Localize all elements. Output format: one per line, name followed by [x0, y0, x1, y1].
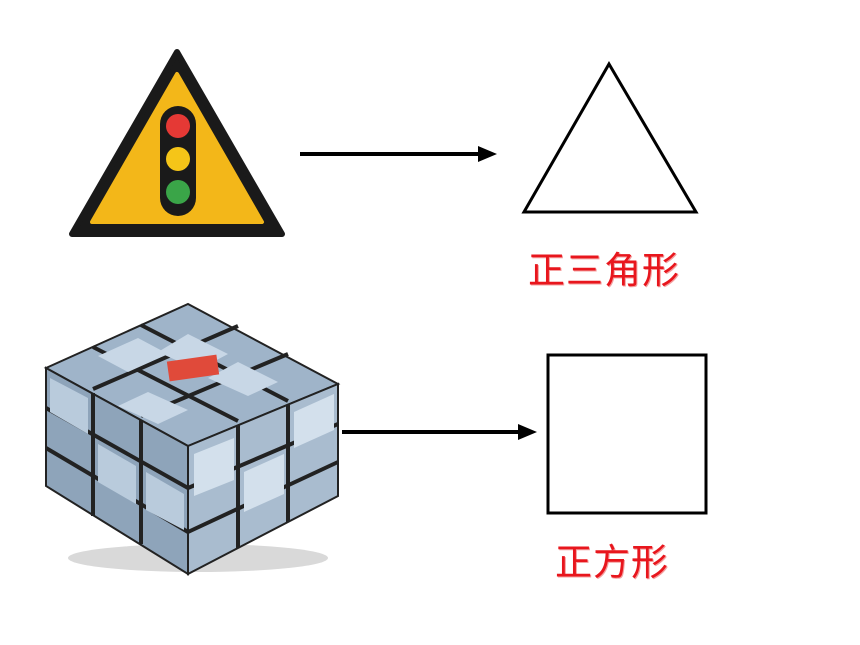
- traffic-light-sign-icon: [69, 49, 285, 237]
- arrow-right-icon: [342, 424, 537, 440]
- rubiks-cube-image: [43, 302, 341, 576]
- arrow-right-icon: [300, 146, 497, 162]
- square-label: 正方形: [555, 541, 669, 584]
- triangle-label: 正三角形: [528, 249, 680, 292]
- equilateral-triangle-shape: [521, 61, 699, 214]
- square-shape: [546, 353, 708, 515]
